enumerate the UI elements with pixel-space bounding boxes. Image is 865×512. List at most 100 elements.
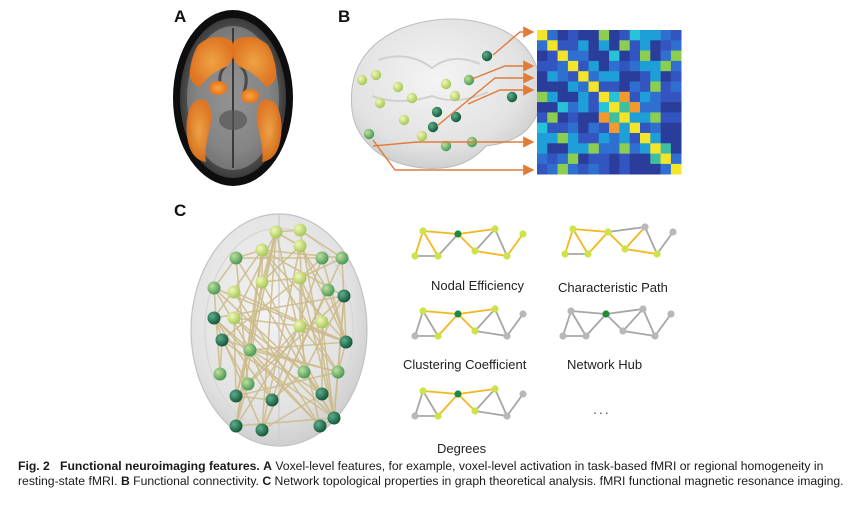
matrix-cell bbox=[619, 112, 630, 123]
graph-metric-examples bbox=[411, 223, 677, 420]
network-node bbox=[297, 365, 311, 379]
matrix-cell bbox=[619, 30, 630, 41]
panel-c-label: C bbox=[174, 201, 186, 220]
panel-a-label: A bbox=[174, 7, 186, 26]
brain-node bbox=[449, 90, 461, 102]
matrix-cell bbox=[588, 163, 600, 175]
matrix-cell bbox=[567, 71, 579, 82]
network-node bbox=[243, 343, 257, 357]
mini-node bbox=[604, 228, 612, 236]
matrix-cell bbox=[609, 112, 620, 123]
matrix-cell bbox=[588, 153, 600, 165]
mini-node bbox=[503, 332, 511, 340]
matrix-cell bbox=[619, 153, 630, 165]
matrix-cell bbox=[660, 112, 672, 123]
matrix-cell bbox=[629, 50, 641, 62]
matrix-cell bbox=[557, 102, 569, 113]
matrix-cell bbox=[640, 163, 651, 175]
label-network-hub: Network Hub bbox=[567, 357, 642, 372]
matrix-cell bbox=[640, 71, 651, 82]
panel-c: C Nodal Efficiency Characteristic Path C… bbox=[174, 201, 677, 456]
matrix-cell bbox=[660, 102, 672, 113]
matrix-cell bbox=[567, 60, 579, 72]
matrix-cell bbox=[640, 122, 651, 134]
network-node bbox=[241, 377, 255, 391]
mini-edge bbox=[605, 313, 624, 332]
matrix-cell bbox=[670, 30, 682, 41]
mini-graph-nodal-efficiency bbox=[411, 225, 527, 260]
mini-edge bbox=[474, 308, 496, 332]
mini-node bbox=[471, 247, 479, 255]
mini-node bbox=[667, 310, 675, 318]
matrix-cell bbox=[588, 102, 600, 113]
network-node bbox=[337, 289, 351, 303]
mini-edge bbox=[607, 231, 626, 250]
caption-c-letter: C bbox=[262, 474, 272, 488]
matrix-cell bbox=[598, 91, 610, 103]
connectivity-nodes bbox=[356, 50, 518, 152]
matrix-cell bbox=[619, 163, 630, 175]
mini-edge bbox=[422, 390, 459, 395]
matrix-cell bbox=[609, 91, 620, 103]
matrix-cell bbox=[567, 112, 579, 123]
matrix-cell bbox=[650, 112, 661, 123]
matrix-cell bbox=[547, 102, 558, 113]
network-edge bbox=[299, 257, 343, 279]
matrix-cell bbox=[629, 163, 641, 175]
mini-edge bbox=[624, 226, 646, 250]
matrix-cell bbox=[547, 30, 558, 41]
matrix-cell bbox=[547, 143, 558, 154]
matrix-cell bbox=[547, 71, 558, 82]
network-node bbox=[255, 423, 269, 437]
mini-node bbox=[519, 390, 527, 398]
panel-a: A bbox=[173, 7, 293, 186]
matrix-cell bbox=[567, 133, 579, 144]
mini-graph-characteristic-path bbox=[561, 223, 677, 258]
matrix-cell bbox=[609, 133, 620, 144]
matrix-cell bbox=[609, 153, 620, 165]
mini-edge bbox=[622, 308, 644, 332]
matrix-cell bbox=[650, 40, 661, 51]
region-arrow bbox=[372, 139, 535, 176]
matrix-cell bbox=[650, 133, 661, 144]
matrix-cell bbox=[578, 153, 589, 165]
network-node bbox=[255, 275, 269, 289]
caption-b-text: Functional connectivity. bbox=[129, 474, 263, 488]
matrix-cell bbox=[619, 143, 630, 154]
network-edge bbox=[213, 287, 221, 375]
network-node bbox=[265, 393, 279, 407]
matrix-cell bbox=[557, 40, 569, 51]
mini-graph-degrees bbox=[411, 385, 527, 420]
mini-node bbox=[491, 385, 499, 393]
matrix-cell bbox=[547, 60, 558, 72]
panel-b-label: B bbox=[338, 7, 350, 26]
matrix-cell bbox=[547, 122, 558, 134]
mini-edge bbox=[457, 228, 496, 235]
network-edge bbox=[233, 231, 277, 319]
mini-edge bbox=[494, 388, 508, 417]
matrix-cell bbox=[578, 143, 589, 154]
brain-node bbox=[440, 140, 452, 152]
matrix-cell bbox=[537, 163, 548, 175]
matrix-cell bbox=[557, 81, 569, 93]
matrix-cell bbox=[670, 112, 682, 123]
mini-node bbox=[519, 310, 527, 318]
matrix-cell bbox=[537, 153, 548, 165]
mini-node bbox=[454, 310, 462, 318]
matrix-cell bbox=[619, 60, 630, 72]
matrix-cell bbox=[629, 112, 641, 123]
matrix-cell bbox=[640, 143, 651, 154]
matrix-cell bbox=[588, 60, 600, 72]
matrix-cell bbox=[660, 133, 672, 144]
mini-edge bbox=[457, 393, 476, 412]
matrix-cell bbox=[598, 40, 610, 51]
matrix-cell bbox=[650, 102, 661, 113]
mini-edge bbox=[506, 393, 524, 417]
matrix-cell bbox=[547, 40, 558, 51]
matrix-cell bbox=[578, 50, 589, 62]
matrix-cell bbox=[629, 133, 641, 144]
matrix-cell bbox=[567, 143, 579, 154]
matrix-cell bbox=[598, 143, 610, 154]
matrix-cell bbox=[670, 71, 682, 82]
mini-node bbox=[561, 250, 569, 258]
